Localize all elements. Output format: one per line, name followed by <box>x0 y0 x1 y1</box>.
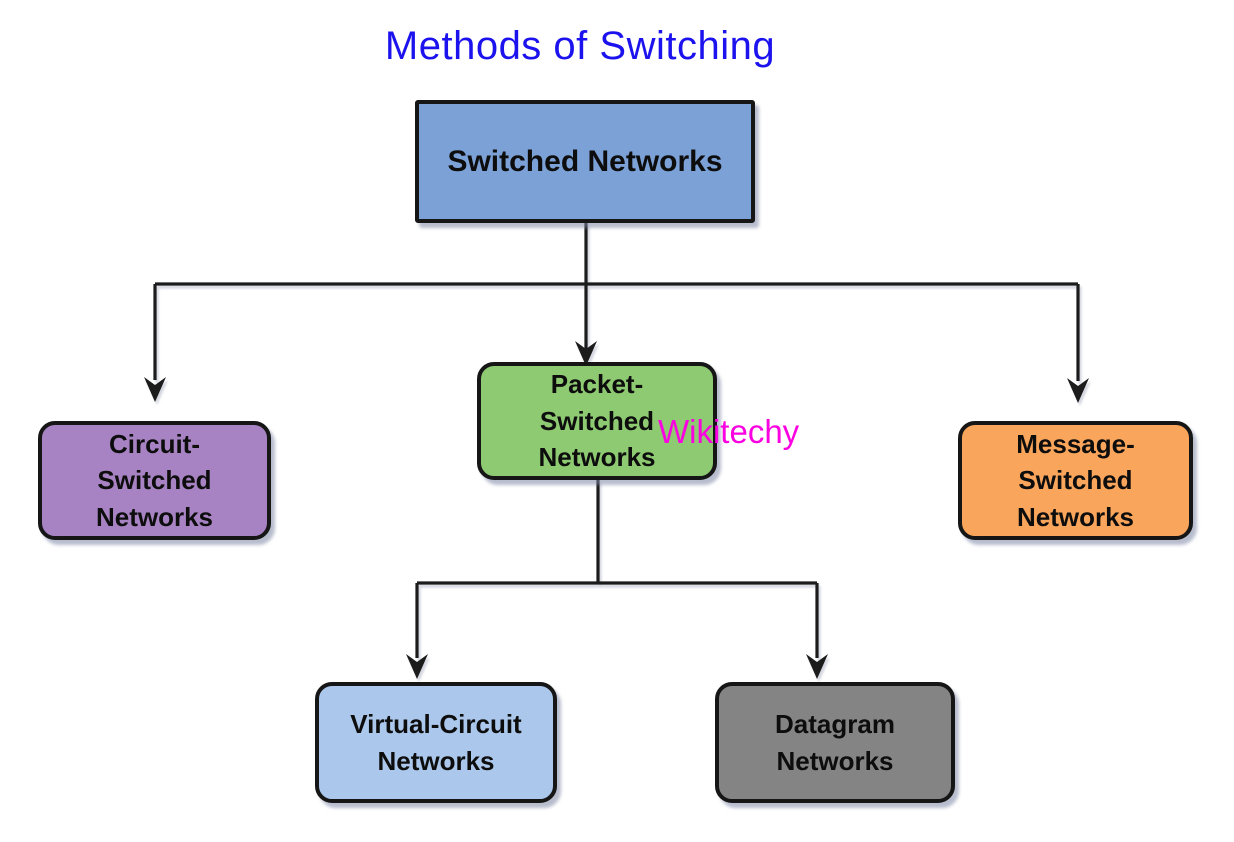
arrowhead-message <box>1067 378 1089 403</box>
diagram-title: Methods of Switching <box>384 24 776 68</box>
arrowhead-datagram <box>806 654 828 679</box>
watermark-wikitechy: Wikitechy <box>658 413 800 450</box>
node-message-switched-networks: Message- Switched Networks <box>958 421 1193 540</box>
node-virtual-circuit-networks: Virtual-Circuit Networks <box>315 682 557 803</box>
node-switched-networks: Switched Networks <box>415 100 755 223</box>
node-circuit-switched-networks: Circuit- Switched Networks <box>38 421 271 540</box>
node-datagram-networks: Datagram Networks <box>715 682 955 803</box>
arrowhead-circuit <box>144 377 166 402</box>
arrowhead-virtual <box>406 654 428 679</box>
arrowhead-packet <box>575 341 597 366</box>
node-packet-switched-networks: Packet- Switched Networks <box>477 362 717 480</box>
